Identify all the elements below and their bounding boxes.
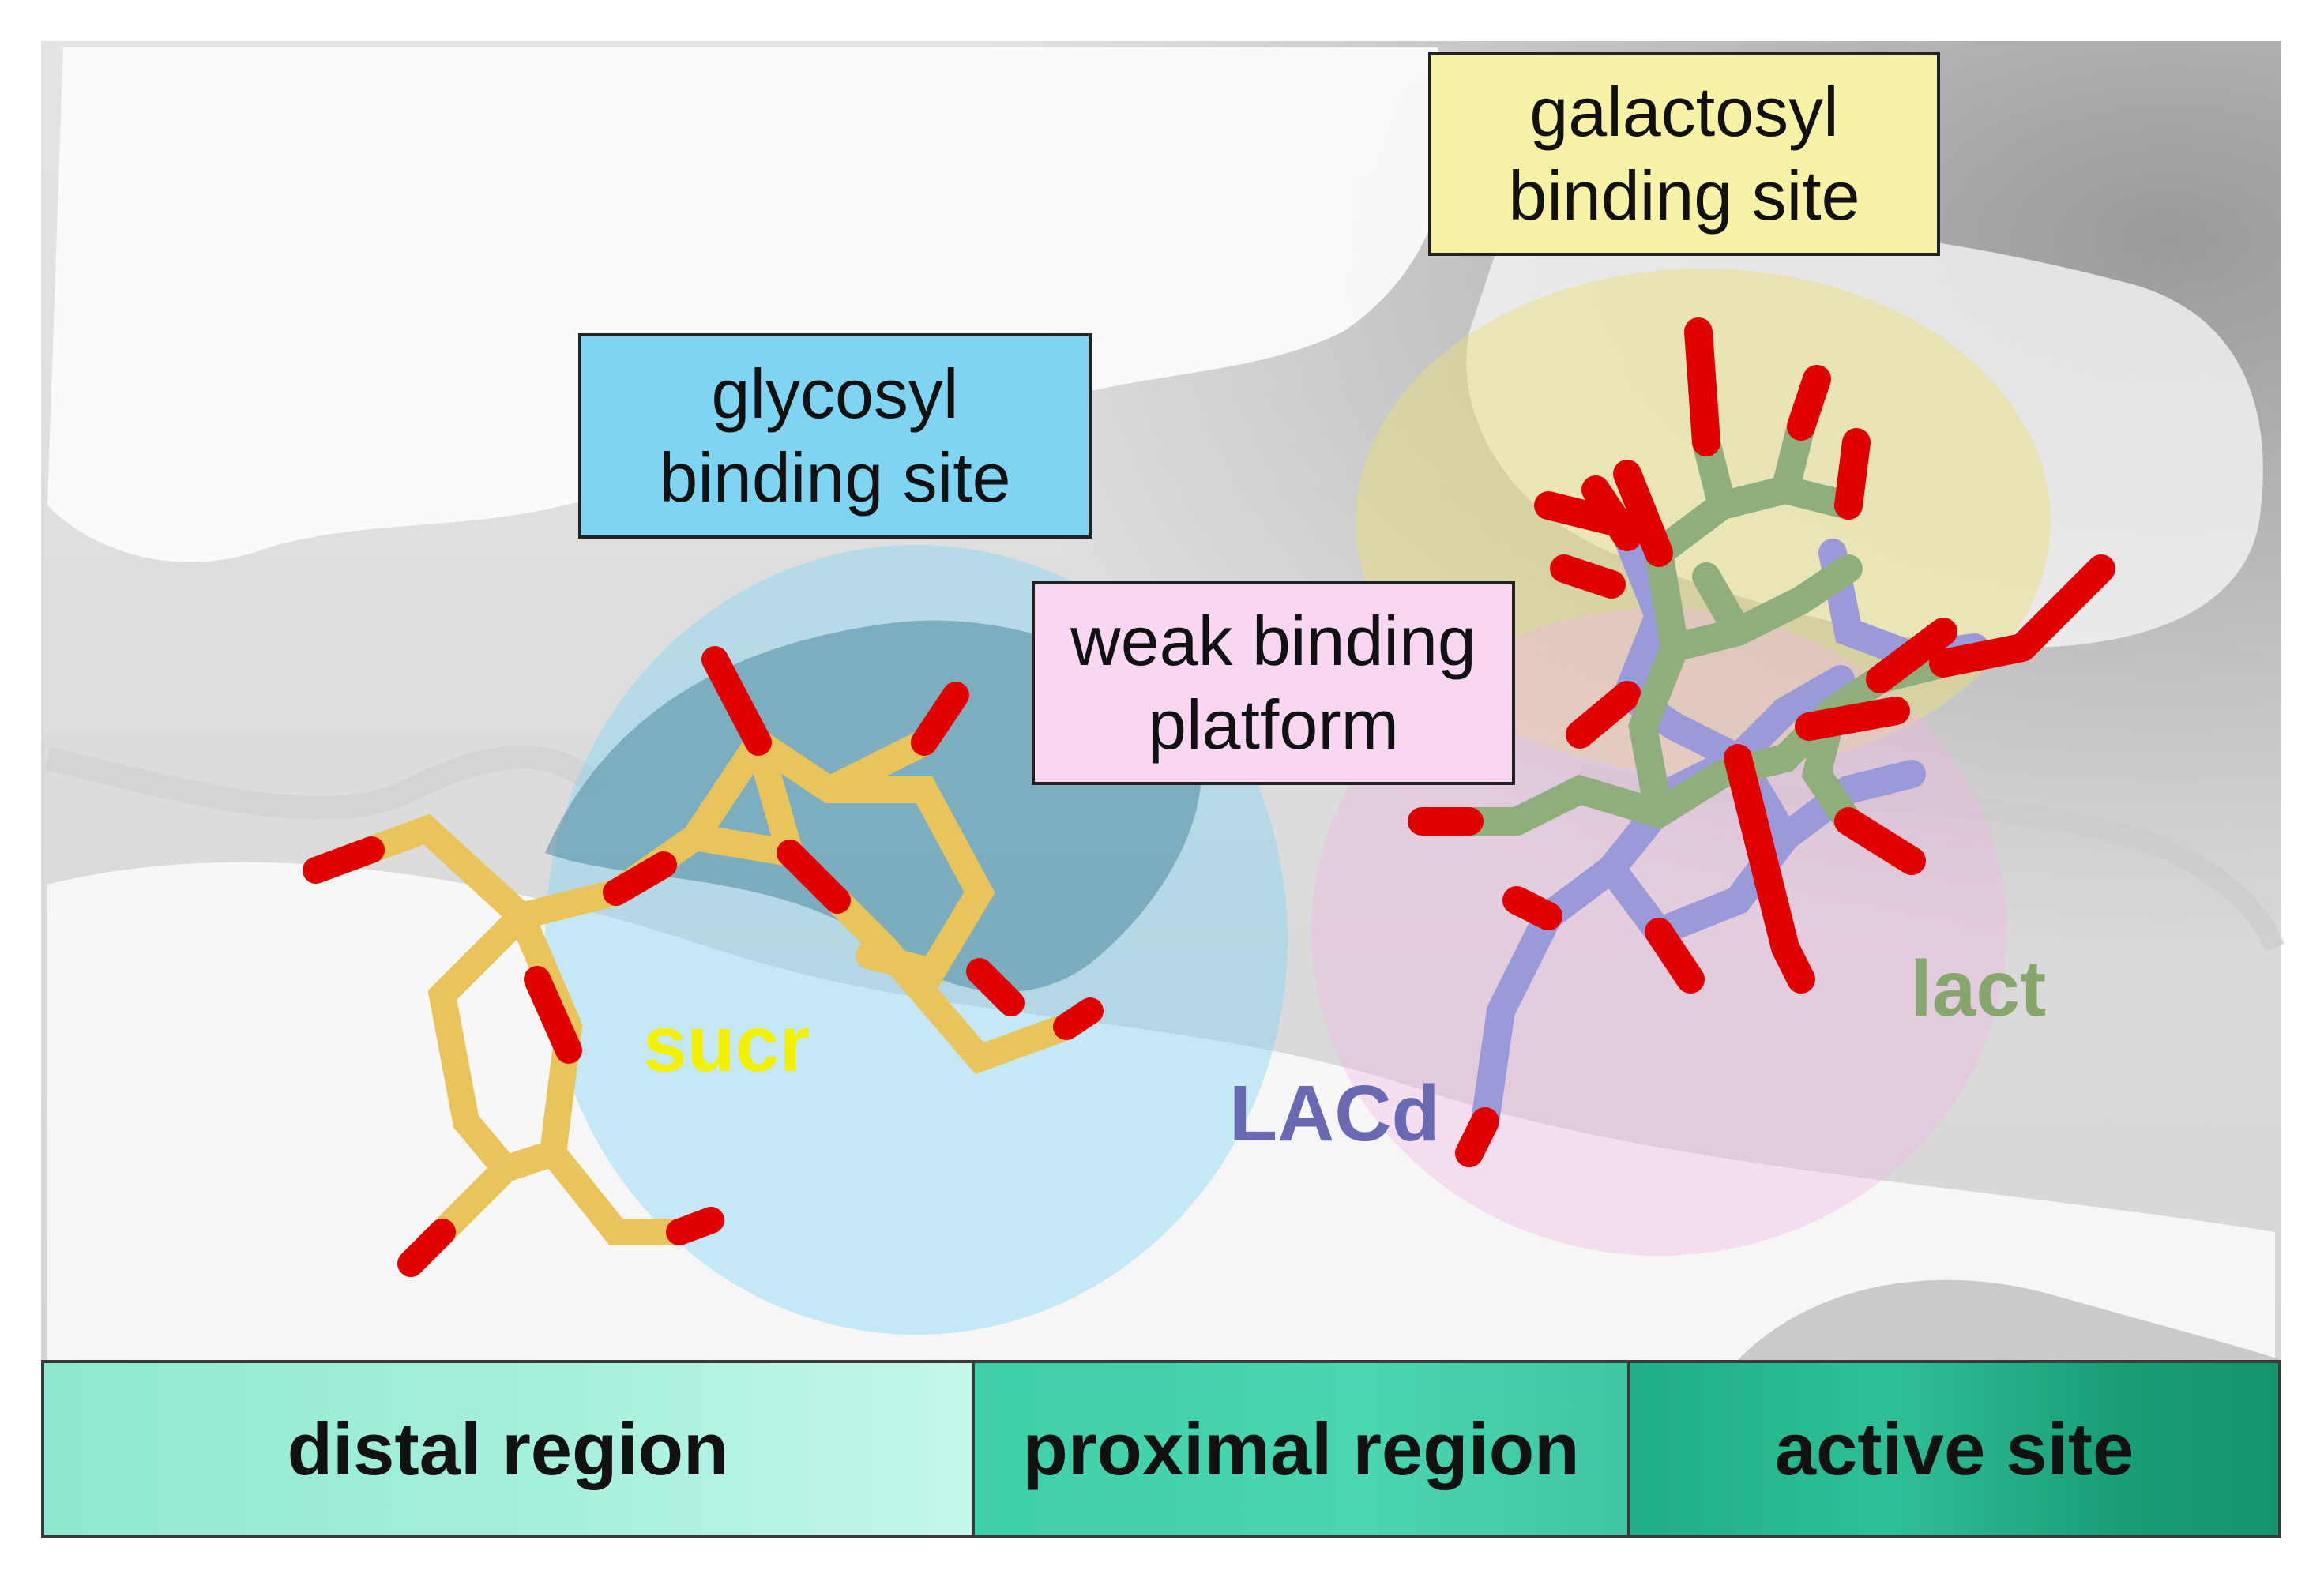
weak-binding-platform-label: weak binding platform: [1032, 581, 1515, 785]
distal-region: distal region: [44, 1363, 975, 1535]
galactosyl-label-line1: galactosyl: [1529, 73, 1839, 152]
glycosyl-label-line2: binding site: [659, 438, 1011, 517]
weak-label-line1: weak binding: [1070, 602, 1476, 681]
glycosyl-binding-site-label: glycosyl binding site: [578, 333, 1092, 539]
lact-molecule-label: lact: [1910, 945, 2047, 1033]
surface-ridge: [44, 745, 609, 820]
region-bar: distal region proximal region active sit…: [41, 1360, 2281, 1538]
active-site-region: active site: [1630, 1363, 2278, 1535]
galactosyl-binding-site-label: galactosyl binding site: [1428, 52, 1940, 256]
sucr-molecule-label: sucr: [643, 1000, 810, 1088]
distal-region-label: distal region: [287, 1407, 729, 1490]
surface-dark-bottom-right: [1738, 1279, 2281, 1360]
lact-molecule: [1408, 317, 2115, 994]
sucrose-molecule: [303, 646, 1104, 1277]
active-site-label: active site: [1774, 1407, 2134, 1490]
proximal-region: proximal region: [975, 1363, 1630, 1535]
proximal-region-label: proximal region: [1022, 1407, 1580, 1490]
lacd-molecule-label: LACd: [1229, 1069, 1440, 1158]
glycosyl-label-line1: glycosyl: [711, 355, 959, 434]
surface-lobe-upper: [47, 47, 1450, 562]
galactosyl-label-line2: binding site: [1508, 156, 1860, 235]
weak-label-line2: platform: [1148, 686, 1399, 764]
